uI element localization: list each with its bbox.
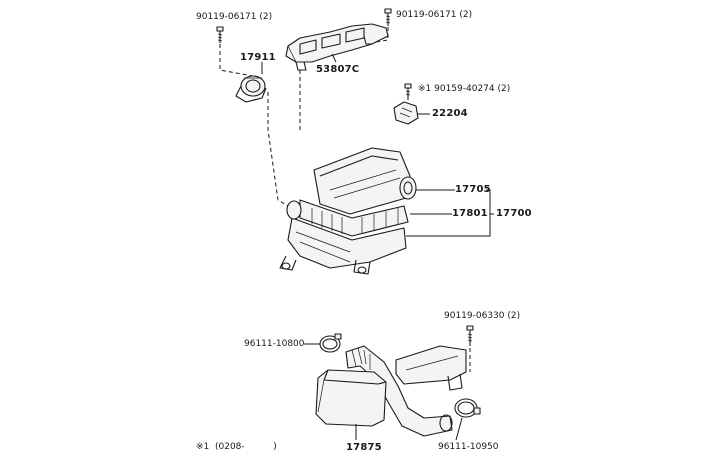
air-cleaner-assembly xyxy=(279,147,417,275)
leader-53807c xyxy=(331,53,337,63)
sensor-22204 xyxy=(393,101,419,125)
bolt-top-left xyxy=(216,26,224,43)
label-part-22204: 22204 xyxy=(432,108,468,119)
bolt-sensor xyxy=(404,83,412,100)
dashed-line-hose xyxy=(267,92,289,207)
bracket-bottom xyxy=(395,345,467,391)
intake-hose xyxy=(345,345,453,437)
clamp-96111-10950 xyxy=(454,398,481,418)
label-clamp-top: 96111-10800 xyxy=(244,339,305,349)
leader-96111-10950 xyxy=(455,417,463,441)
bracket-17700 xyxy=(406,189,494,237)
footnote: ※1 (0208- ) xyxy=(196,442,277,452)
dashed-line-left-bolt xyxy=(219,44,254,77)
label-part-17875: 17875 xyxy=(346,442,382,453)
label-part-17705: 17705 xyxy=(455,184,491,195)
label-part-17700: 17700 xyxy=(496,208,532,219)
label-part-17801: 17801 xyxy=(452,208,488,219)
bolt-bottom xyxy=(466,325,474,346)
label-bolt-sensor: ※1 90159-40274 (2) xyxy=(418,84,511,94)
label-bolt-bottom: 90119-06330 (2) xyxy=(444,311,521,321)
resonator-17875 xyxy=(315,369,387,427)
label-bolt-left-top: 90119-06171 (2) xyxy=(196,12,273,22)
label-part-17911: 17911 xyxy=(240,52,276,63)
clamp-96111-10800 xyxy=(319,333,342,353)
label-bolt-right-top: 90119-06171 (2) xyxy=(396,10,473,20)
label-clamp-bottom: 96111-10950 xyxy=(438,442,499,452)
dashed-line-right-bolt xyxy=(375,27,389,43)
bracket-53807c xyxy=(285,23,389,71)
bolt-top-right xyxy=(384,8,392,26)
hose-17911 xyxy=(235,75,267,103)
label-part-53807c: 53807C xyxy=(316,64,360,75)
